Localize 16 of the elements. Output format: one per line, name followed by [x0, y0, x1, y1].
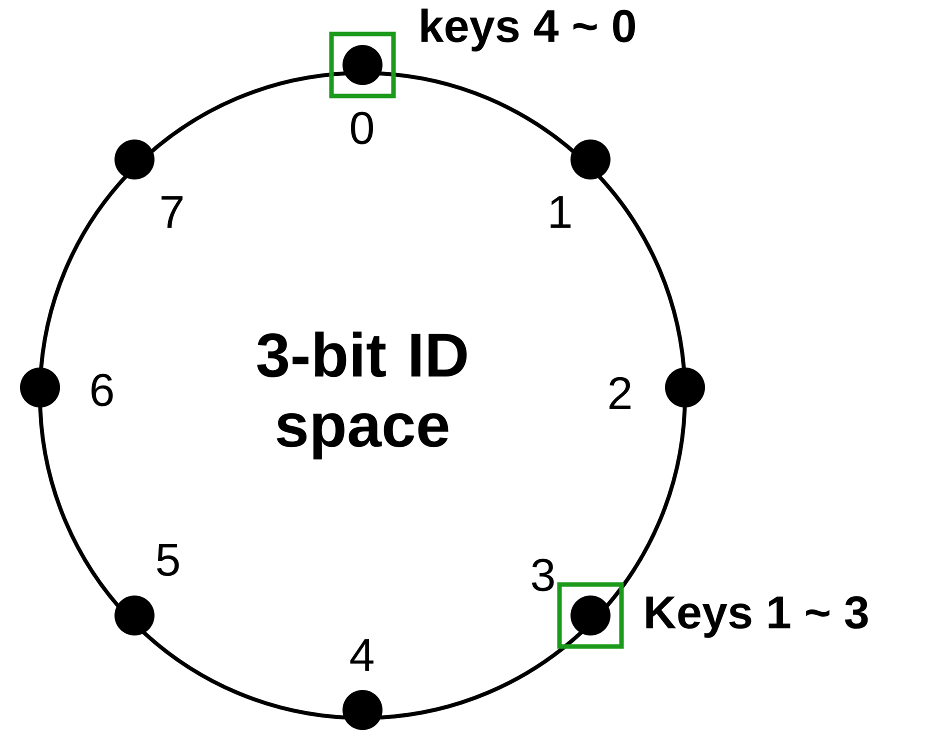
node-number: 2	[610, 376, 630, 410]
node-number: 6	[92, 374, 113, 406]
node-number: 4	[350, 639, 374, 671]
dot	[342, 690, 382, 730]
dot	[342, 45, 382, 85]
node-number: 7	[162, 196, 182, 228]
dot	[570, 140, 610, 180]
dot	[665, 368, 705, 408]
dot	[20, 368, 60, 408]
node-number: 3	[532, 558, 554, 592]
dot	[114, 140, 154, 180]
key-range-label: keys 4 ~ 0	[421, 8, 635, 52]
node-number: 1	[550, 196, 571, 228]
node-number: 5	[157, 544, 179, 576]
key-range-label: Keys 1 ~ 3	[646, 596, 868, 638]
node-number: 0	[351, 112, 373, 144]
